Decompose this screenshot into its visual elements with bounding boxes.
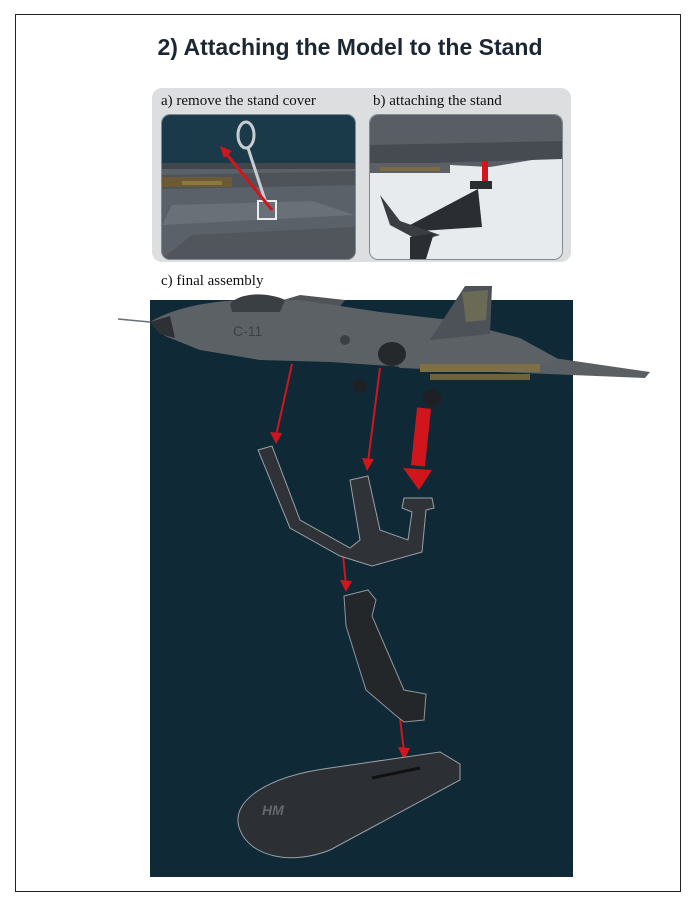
red-arrow-icon [270, 363, 432, 760]
stand-base-icon: HM [237, 751, 461, 859]
step-a-label: a) remove the stand cover [161, 93, 316, 109]
step-c-label: c) final assembly [161, 273, 264, 289]
page-title: 2) Attaching the Model to the Stand [157, 34, 543, 60]
stand-post-icon [343, 589, 427, 723]
photo-remove-cover [161, 114, 356, 260]
page-frame [15, 14, 681, 892]
svg-text:C-11: C-11 [233, 323, 263, 339]
hm-logo-icon: HM [262, 802, 284, 818]
step-b-label: b) attaching the stand [373, 93, 502, 109]
stand-cradle-icon [257, 445, 435, 567]
photo-attach-stand [369, 114, 563, 260]
fighter-jet-icon: C-11 [117, 286, 650, 407]
